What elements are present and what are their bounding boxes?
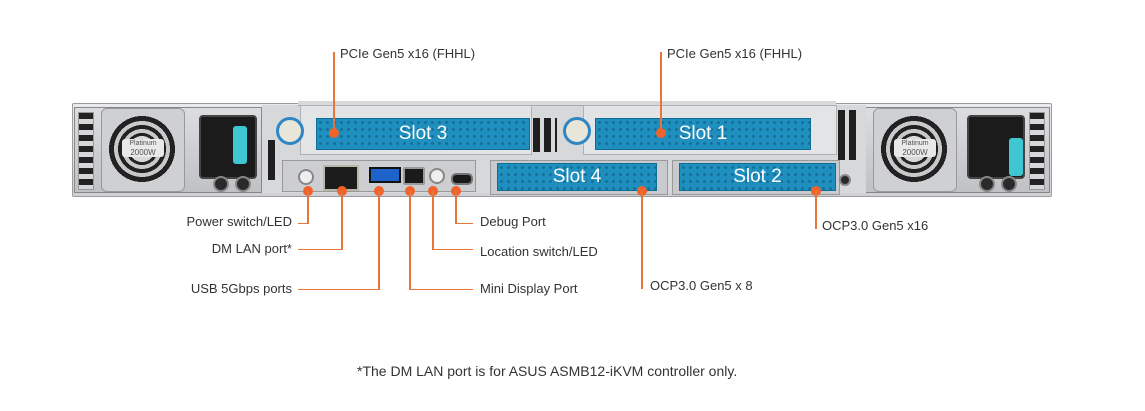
leader-line (641, 191, 643, 289)
screw-icon (979, 176, 995, 192)
slot-3-callout: PCIe Gen5 x16 (FHHL) (340, 46, 476, 61)
screw-icon (213, 176, 229, 192)
leader-line (298, 289, 380, 290)
leader-line (432, 191, 434, 250)
psu-right: Platinum 2000W (862, 107, 1050, 193)
leader-line (298, 249, 343, 250)
psu-badge-grade: Platinum (901, 140, 929, 147)
power-button[interactable] (298, 169, 314, 185)
debug-port-label: Debug Port (480, 214, 546, 229)
thumbscrew-icon[interactable] (563, 117, 591, 145)
psu-left: Platinum 2000W (74, 107, 262, 193)
vent-grill (838, 110, 860, 160)
footnote: *The DM LAN port is for ASUS ASMB12-iKVM… (357, 363, 738, 379)
leader-line (341, 191, 343, 250)
psu-left-badge: Platinum 2000W (122, 139, 164, 157)
leader-line (378, 191, 380, 290)
leader-line (409, 191, 411, 290)
thumbscrew-icon[interactable] (276, 117, 304, 145)
slot-2-label: Slot 2 (733, 166, 782, 187)
psu-right-latch[interactable] (1009, 138, 1023, 176)
power-inlet-icon (199, 115, 257, 179)
slot-2-callout: OCP3.0 Gen5 x16 (822, 218, 929, 233)
leader-line (815, 191, 817, 229)
slot-4-callout: OCP3.0 Gen5 x 8 (650, 278, 753, 293)
screw-icon (235, 176, 251, 192)
usb-port-icon[interactable] (369, 167, 401, 183)
slot-1[interactable]: Slot 1 (595, 118, 811, 150)
mini-dp-label: Mini Display Port (480, 281, 578, 296)
psu-left-fan: Platinum 2000W (101, 108, 185, 192)
screw-icon (1001, 176, 1017, 192)
screw-icon (839, 174, 851, 186)
psu-right-badge: Platinum 2000W (894, 139, 936, 157)
vent-grill (268, 140, 278, 180)
psu-badge-wattage: 2000W (130, 148, 156, 157)
leader-line (455, 223, 473, 224)
slot-1-label: Slot 1 (678, 123, 728, 144)
dm-lan-label: DM LAN port* (211, 241, 292, 256)
slot-1-callout: PCIe Gen5 x16 (FHHL) (667, 46, 803, 61)
leader-line (455, 191, 457, 224)
psu-badge-grade: Platinum (129, 140, 157, 147)
usb-label: USB 5Gbps ports (190, 281, 292, 296)
leader-line (409, 289, 473, 290)
callout-dot (656, 128, 666, 138)
slot-3-label: Slot 3 (398, 123, 448, 144)
slot-4-label: Slot 4 (552, 166, 602, 187)
slot-3[interactable]: Slot 3 (316, 118, 530, 150)
vent-grill (533, 118, 557, 152)
psu-left-latch[interactable] (233, 126, 247, 164)
psu-right-fan: Platinum 2000W (873, 108, 957, 192)
location-switch-label: Location switch/LED (480, 244, 598, 259)
usb-c-debug-port-icon[interactable] (451, 173, 473, 185)
leader-line (298, 223, 309, 224)
slot-2[interactable]: Slot 2 (679, 163, 836, 191)
slot-4[interactable]: Slot 4 (497, 163, 657, 191)
power-switch-label: Power switch/LED (186, 214, 292, 229)
leader-line (660, 52, 662, 132)
psu-badge-wattage: 2000W (902, 148, 928, 157)
psu-left-grill (78, 112, 94, 190)
top-rail (298, 101, 836, 106)
location-button[interactable] (429, 168, 445, 184)
leader-line (432, 249, 473, 250)
callout-dot (329, 128, 339, 138)
psu-right-grill (1029, 112, 1045, 190)
mini-displayport-icon[interactable] (403, 167, 425, 185)
leader-line (307, 191, 309, 224)
leader-line (333, 52, 335, 132)
